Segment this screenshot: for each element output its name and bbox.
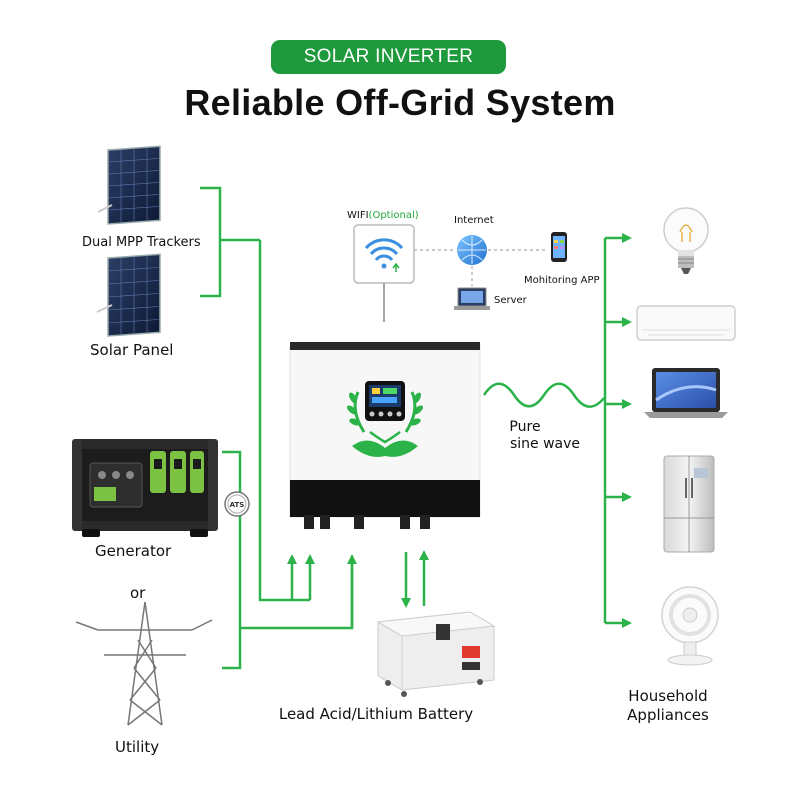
battery-icon [376, 611, 496, 697]
ats-label: ATS [230, 501, 245, 509]
wiring [200, 186, 632, 670]
inverter-icon [289, 342, 481, 529]
pylon-icon [75, 601, 213, 726]
network-links [414, 249, 548, 286]
server-label: Server [494, 295, 528, 306]
battery-label: Lead Acid/Lithium Battery [279, 705, 473, 723]
section-badge: SOLAR INVERTER [271, 40, 506, 74]
laptop-icon [454, 287, 490, 310]
generator-label: Generator [95, 542, 172, 560]
sine-wave-label-1: Pure [509, 419, 540, 435]
light-bulb-icon [663, 207, 709, 274]
appliances-label-2: Appliances [627, 706, 709, 724]
or-label: or [130, 584, 146, 602]
app-label: Mohitoring APP [524, 275, 600, 286]
wifi-module-icon [353, 224, 415, 322]
air-conditioner-icon [636, 305, 736, 341]
internet-label: Internet [454, 215, 494, 226]
appliances-label-1: Household [628, 687, 707, 705]
phone-icon [551, 232, 567, 262]
refrigerator-icon [663, 455, 715, 553]
utility-label: Utility [115, 738, 159, 756]
generator-icon [72, 439, 218, 537]
solar-panel-icon [96, 253, 161, 337]
ats-icon [224, 491, 250, 517]
globe-icon [457, 235, 487, 265]
laptop-appliance-icon [644, 368, 728, 418]
solar-panel-icon [97, 145, 161, 225]
wifi-label: WIFI(Optional) [347, 210, 419, 221]
sine-wave-label-2: sine wave [510, 436, 580, 452]
page-title: Reliable Off-Grid System [184, 82, 616, 123]
solar-panel-label: Solar Panel [90, 341, 173, 359]
fan-icon [661, 586, 719, 666]
mppt-label: Dual MPP Trackers [82, 235, 201, 250]
